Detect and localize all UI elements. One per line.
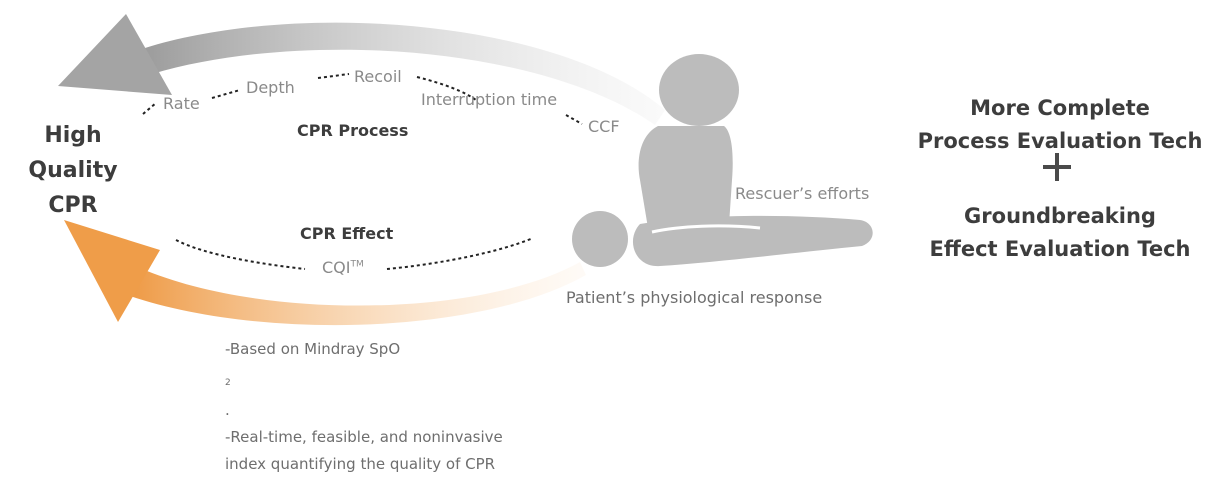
- cpr-effect-title: CPR Effect: [300, 224, 394, 243]
- diagram-graphics: [58, 14, 873, 326]
- patient-figure-icon: [572, 211, 873, 267]
- process-evaluation-tech: More Complete Process Evaluation Tech: [917, 96, 1203, 153]
- note-line-2: -Real-time, feasible, and noninvasive: [225, 428, 503, 446]
- process-item-rate: Rate: [163, 94, 200, 113]
- process-item-ccf: CCF: [588, 117, 620, 136]
- cpr-process-title: CPR Process: [297, 121, 409, 140]
- effect-arrowhead: [64, 220, 160, 322]
- process-connectors: [142, 73, 583, 125]
- patient-response-label: Patient’s physiological response: [566, 288, 823, 307]
- rescuer-figure-icon: [638, 54, 739, 240]
- process-arrowhead: [58, 14, 172, 95]
- effect-connectors: [175, 237, 534, 270]
- rescuer-efforts-label: Rescuer’s efforts: [735, 184, 870, 203]
- process-item-recoil: Recoil: [354, 67, 402, 86]
- effect-arrow: [130, 262, 586, 326]
- cpr-diagram: High Quality CPR Rate Depth Recoil Inter…: [28, 14, 1203, 473]
- note-line-3: index quantifying the quality of CPR: [225, 455, 496, 473]
- effect-evaluation-tech: Groundbreaking Effect Evaluation Tech: [929, 204, 1191, 261]
- process-item-depth: Depth: [246, 78, 295, 97]
- process-item-interruption-time: Interruption time: [421, 90, 558, 109]
- plus-icon: [1043, 153, 1071, 181]
- cqi-label: CQITM: [322, 258, 364, 277]
- high-quality-cpr-label: High Quality CPR: [28, 123, 118, 218]
- process-arrow: [145, 22, 665, 125]
